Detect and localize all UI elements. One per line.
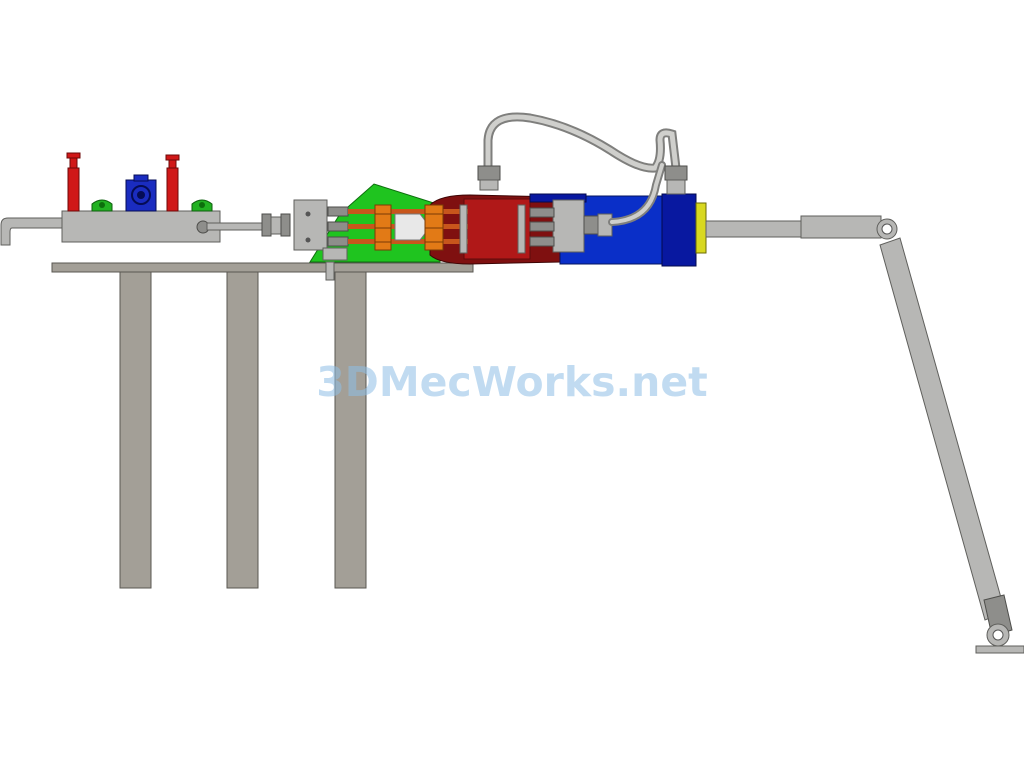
cylinder-endcap — [661, 193, 697, 267]
manifold-rod — [206, 222, 265, 231]
chuck-strap — [459, 204, 468, 254]
chuck-strap-2 — [517, 204, 526, 254]
orange-clamp-left — [374, 204, 392, 251]
inlet-pipe — [0, 217, 63, 246]
table-top — [51, 262, 474, 273]
hose-fitting-left — [477, 165, 501, 191]
blue-sensor-box — [125, 174, 157, 212]
cylinder-fittings — [529, 207, 613, 247]
table-leg-middle — [226, 271, 259, 589]
table-leg-left — [119, 271, 152, 589]
valve-handle-right — [165, 154, 180, 212]
green-nut-left — [91, 199, 113, 212]
valve-manifold — [61, 210, 221, 243]
base-plate — [975, 645, 1024, 654]
green-nut-right — [191, 199, 213, 212]
valve-handle-left — [66, 152, 81, 212]
watermark-text: 3DMecWorks.net — [316, 358, 708, 406]
piston-rod-extension — [800, 215, 882, 239]
table-leg-right — [334, 271, 367, 589]
orange-clamp-right — [424, 204, 444, 251]
hydraulic-hose — [483, 112, 681, 226]
collet-fingers — [348, 209, 468, 244]
rod-fitting — [261, 213, 291, 237]
connector-block — [293, 199, 328, 251]
hose-fitting-right — [664, 165, 688, 195]
cylinder-mount-block — [552, 199, 585, 253]
clamp-bolts — [322, 206, 349, 281]
piston-rod — [705, 220, 802, 238]
support-strut — [879, 237, 1013, 637]
table-legs — [119, 271, 367, 589]
cylinder-yellow-cap — [695, 202, 707, 254]
